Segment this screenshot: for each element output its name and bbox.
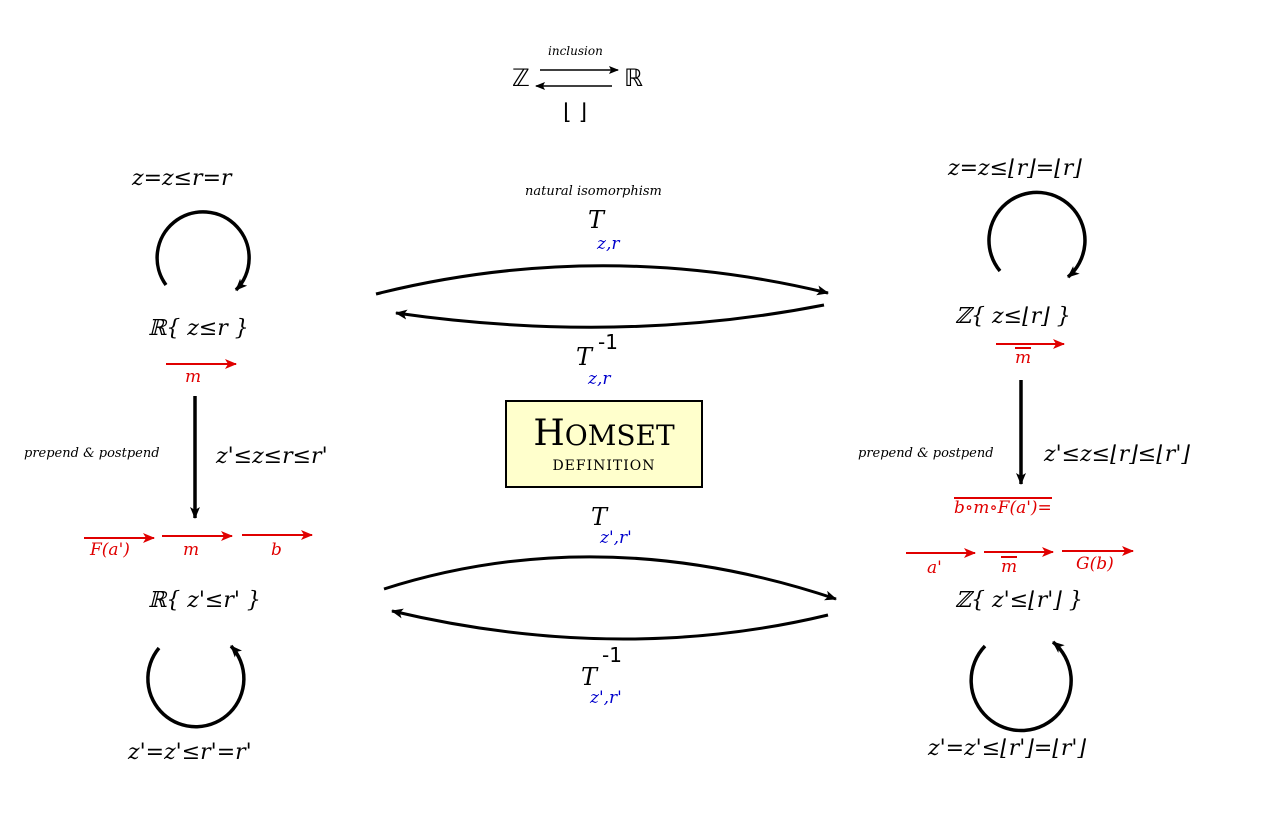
right-set-bottom: ℤ{ z'≤⌊r'⌋ }: [955, 588, 1083, 613]
homset-definition-box: HOMSET DEFINITION: [505, 400, 703, 488]
left-set-top: ℝ{ z≤r }: [148, 316, 249, 341]
right-set-top: ℤ{ z≤⌊r⌋ }: [955, 304, 1071, 329]
T-arrow-bottom: [383, 555, 837, 601]
left-middle-label: z'≤z≤r≤r': [216, 444, 328, 469]
Tinv-bottom-subscript: z',r': [590, 688, 622, 708]
right-loop-bottom-label: z'=z'≤⌊r'⌋=⌊r'⌋: [928, 736, 1087, 761]
right-arrow-mbar-label: m: [1015, 347, 1032, 368]
left-loop-top-label: z=z≤r=r: [132, 166, 232, 191]
homset-subtitle: DEFINITION: [552, 458, 656, 474]
Tinv-arrow-bottom: [391, 608, 829, 641]
left-arrow-m-label: m: [185, 367, 202, 387]
Tinv-top: T: [576, 343, 593, 371]
left-set-bottom: ℝ{ z'≤r' }: [148, 588, 261, 613]
right-arrow-a-label: a': [927, 558, 942, 578]
right-arrow-Gb-label: G(b): [1076, 554, 1114, 574]
right-composite-label: b∘m∘F(a')=: [954, 497, 1052, 518]
reals-symbol: ℝ: [624, 64, 644, 92]
loop-arrow-left-bottom: [146, 644, 246, 729]
loop-arrow-right-top: [987, 190, 1087, 279]
Tinv-bottom: T: [581, 663, 598, 691]
left-arrow-Fa-label: F(a'): [90, 540, 130, 560]
T-top: T: [588, 206, 605, 234]
Tinv-arrow-top: [395, 303, 825, 329]
loop-arrow-right-bottom: [969, 640, 1073, 733]
right-loop-top-label: z=z≤⌊r⌋=⌊r⌋: [948, 156, 1082, 181]
Tinv-top-subscript: z,r: [588, 369, 611, 389]
T-top-subscript: z,r: [597, 234, 620, 254]
floor-label: ⌊ ⌋: [563, 100, 588, 125]
Tinv-bottom-superscript: -1: [602, 643, 622, 667]
loop-arrow-left-top: [155, 210, 251, 292]
right-side-note: prepend & postpend: [858, 446, 994, 461]
integers-symbol: ℤ: [512, 64, 530, 92]
Tinv-top-superscript: -1: [598, 330, 618, 354]
T-arrow-top: [375, 264, 829, 296]
natural-isomorphism-label: natural isomorphism: [525, 184, 662, 199]
left-loop-bottom-label: z'=z'≤r'=r': [128, 740, 252, 765]
homset-title: HOMSET: [533, 413, 675, 454]
T-bottom-subscript: z',r': [600, 528, 632, 548]
right-middle-label: z'≤z≤⌊r⌋≤⌊r'⌋: [1044, 442, 1190, 467]
left-side-note: prepend & postpend: [24, 446, 160, 461]
right-arrow-mbar2-label: m: [1001, 556, 1018, 577]
left-arrow-m2-label: m: [183, 540, 200, 560]
inclusion-label: inclusion: [548, 44, 603, 58]
T-bottom: T: [591, 503, 608, 531]
left-arrow-b-label: b: [271, 540, 282, 560]
